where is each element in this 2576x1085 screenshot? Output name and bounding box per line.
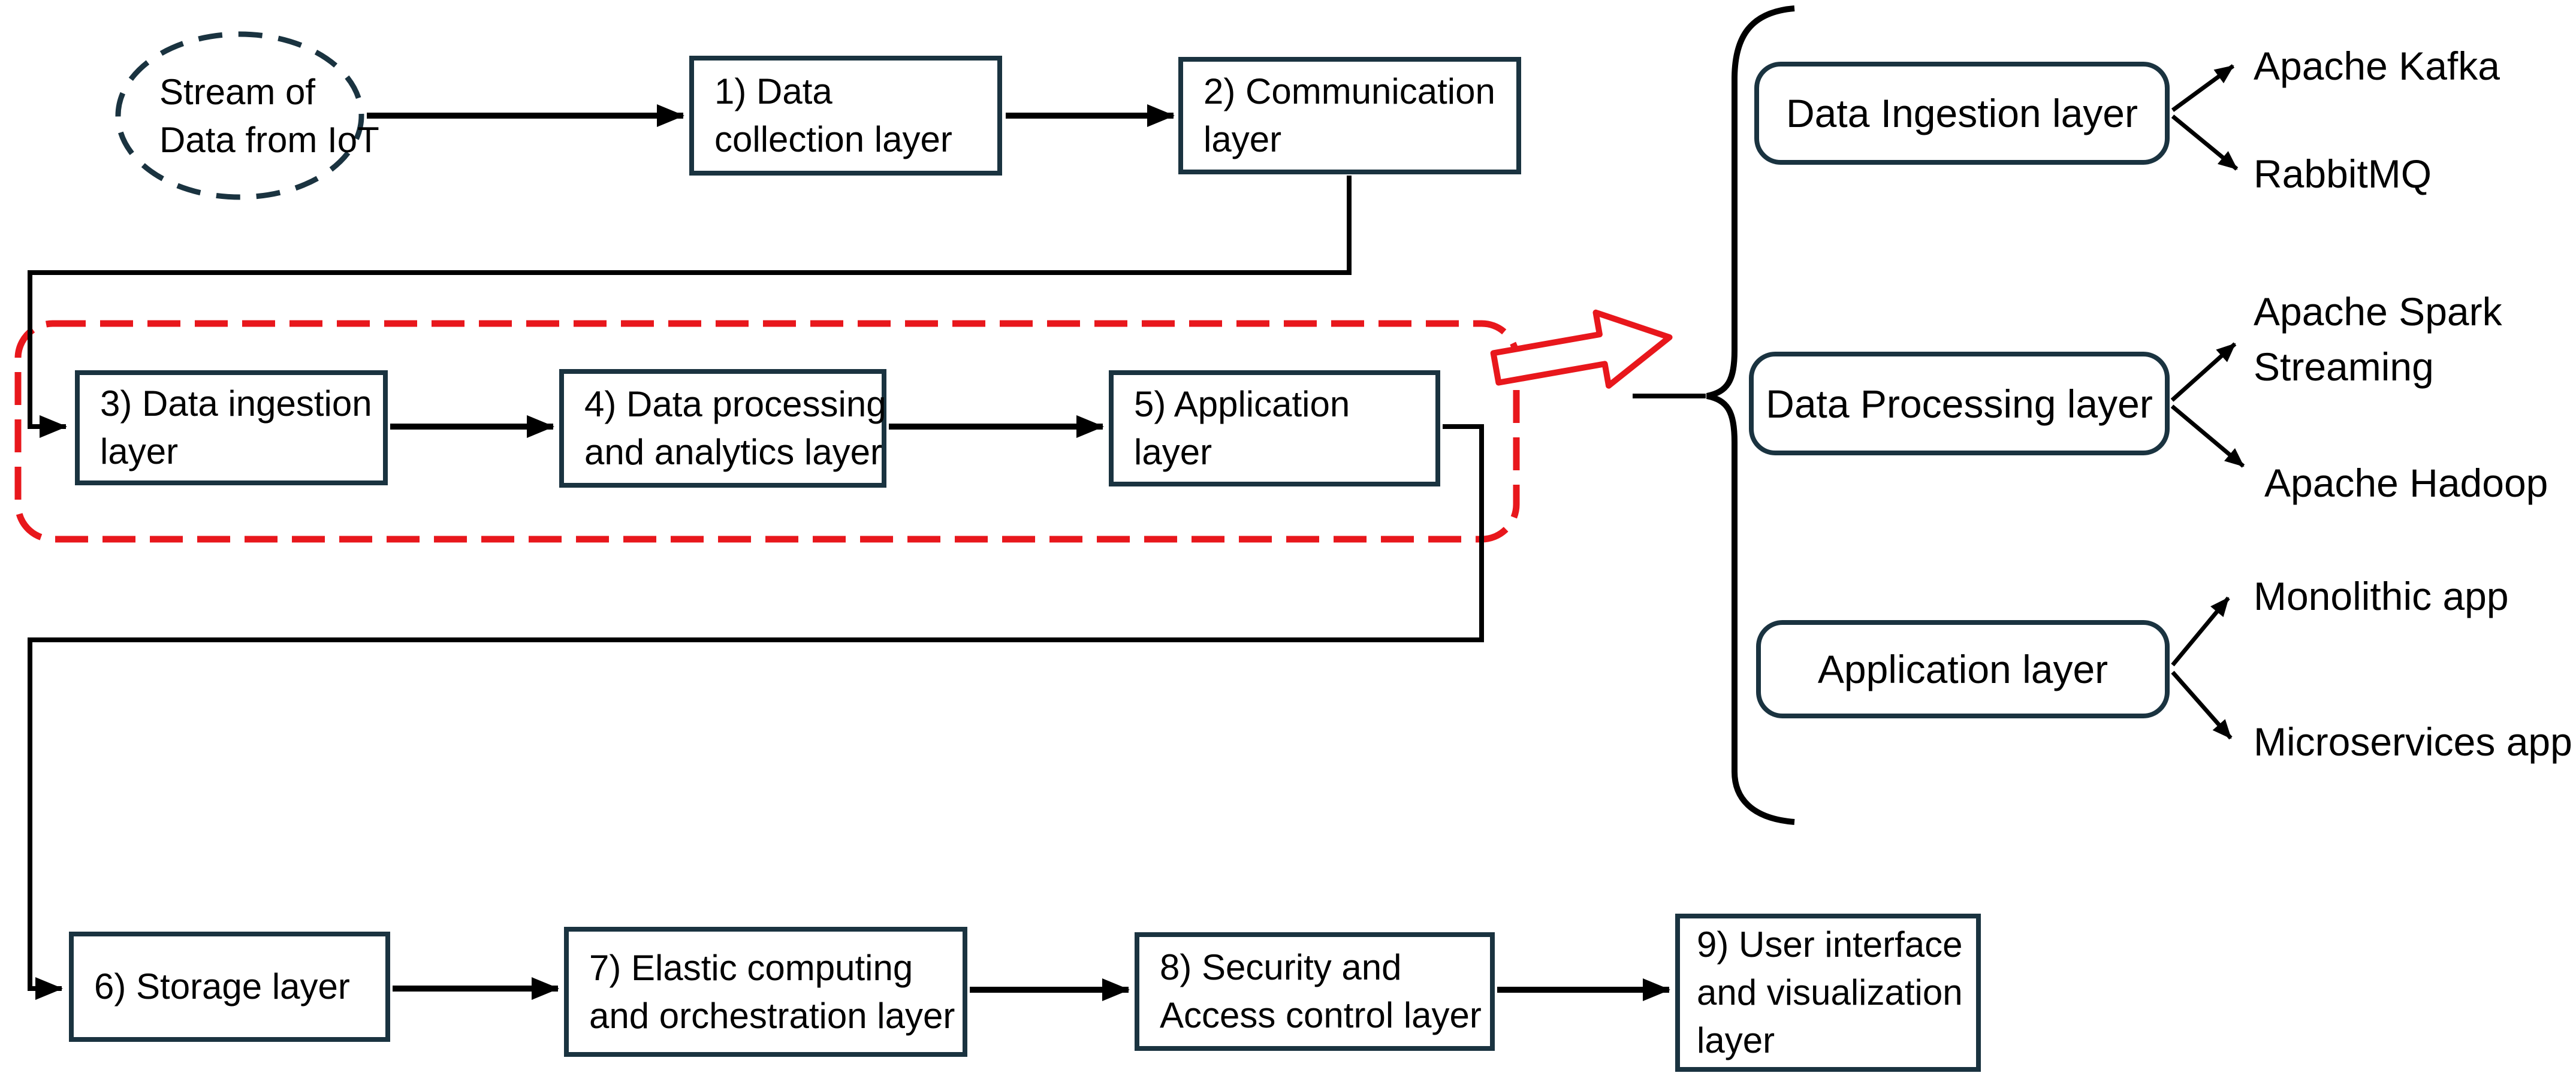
flow-box-4-data-processing: 4) Data processing and analytics layer bbox=[559, 369, 886, 488]
flow-box-3-data-ingestion: 3) Data ingestion layer bbox=[75, 370, 388, 485]
panel-box-application: Application layer bbox=[1756, 620, 2170, 718]
label-apache-spark-streaming: Apache Spark Streaming bbox=[2254, 289, 2502, 389]
iot-stream-ellipse bbox=[115, 31, 364, 200]
label-apache-kafka: Apache Kafka bbox=[2254, 44, 2500, 88]
connector-box5-to-box6 bbox=[28, 424, 1484, 1000]
panel-box-data-ingestion: Data Ingestion layer bbox=[1754, 62, 2170, 165]
arrow-application-to-microservices bbox=[2171, 670, 2233, 740]
iot-stream-line1: Stream of bbox=[159, 72, 316, 112]
highlight-region-dashed-rect bbox=[14, 320, 1520, 543]
connector-box2-to-box3 bbox=[28, 176, 1352, 438]
arrow-processing-to-hadoop bbox=[2170, 404, 2245, 468]
flow-box-1-data-collection: 1) Data collection layer bbox=[689, 56, 1002, 176]
detail-panel-brace bbox=[1706, 5, 1795, 825]
flow-box-2-communication: 2) Communication layer bbox=[1178, 57, 1521, 174]
highlight-block-arrow bbox=[1490, 309, 1673, 389]
label-apache-hadoop: Apache Hadoop bbox=[2264, 461, 2548, 505]
flow-box-7-elastic-computing: 7) Elastic computing and orchestration l… bbox=[564, 927, 967, 1057]
label-microservices-app: Microservices app bbox=[2254, 720, 2572, 764]
iot-stream-line2: Data from IoT bbox=[159, 120, 379, 160]
flow-box-5-application: 5) Application layer bbox=[1109, 370, 1440, 486]
arrow-ingestion-to-rabbitmq bbox=[2171, 114, 2239, 171]
label-monolithic-app: Monolithic app bbox=[2254, 574, 2509, 618]
flow-box-6-storage: 6) Storage layer bbox=[69, 932, 390, 1042]
arrow-application-to-monolithic bbox=[2171, 596, 2230, 667]
arrow-ingestion-to-kafka bbox=[2171, 64, 2235, 112]
flow-box-9-user-interface: 9) User interface and visualization laye… bbox=[1675, 914, 1981, 1072]
panel-box-data-processing: Data Processing layer bbox=[1749, 352, 2170, 455]
flow-box-8-security: 8) Security and Access control layer bbox=[1135, 932, 1495, 1051]
arrow-processing-to-spark bbox=[2170, 342, 2237, 402]
iot-stream-label: Stream of Data from IoT bbox=[159, 68, 379, 164]
label-rabbitmq: RabbitMQ bbox=[2254, 152, 2432, 196]
